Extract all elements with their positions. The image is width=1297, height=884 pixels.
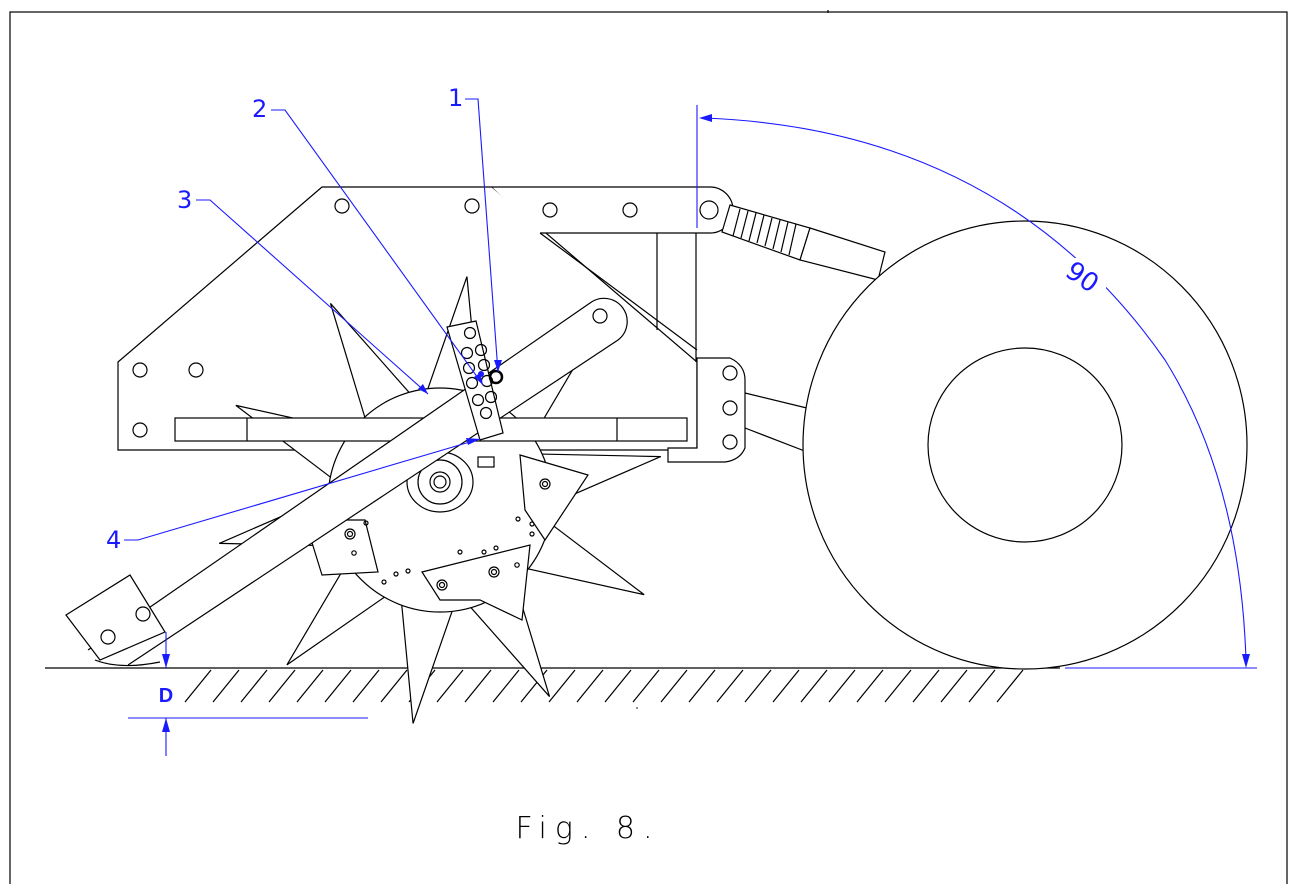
press-wheel — [802, 220, 1248, 670]
frame-holes — [132, 198, 719, 438]
callout-4: 4 — [106, 526, 121, 554]
ground-hatch-line — [828, 669, 856, 703]
ground-hatch-line — [660, 669, 688, 703]
ground-hatch-line — [436, 669, 464, 703]
ground-hatch-line — [324, 669, 352, 703]
ground-hatch-line — [632, 669, 660, 703]
star-rotor — [218, 276, 662, 724]
ground-hatch-line — [940, 669, 968, 703]
callout-1: 1 — [448, 84, 463, 112]
rotor-tooth — [400, 596, 456, 724]
ground-hatch-line — [912, 669, 940, 703]
ground-hatch-line — [716, 669, 744, 703]
ground-hatch-line — [968, 669, 996, 703]
ground-hatch-line — [856, 669, 884, 703]
ground-hatch-line — [604, 669, 632, 703]
ground-hatch-line — [464, 669, 492, 703]
ground-hatch-line — [268, 669, 296, 703]
annotations: 1 2 3 4 90 D — [106, 84, 1257, 756]
ground-hatch-line — [996, 669, 1024, 703]
ground-hatch-line — [744, 669, 772, 703]
ground-hatch-line — [548, 669, 576, 703]
ground-hatch-line — [772, 669, 800, 703]
depth-label: D — [159, 685, 173, 707]
ground-hatch-line — [576, 669, 604, 703]
ground-hatch-line — [212, 669, 240, 703]
callout-3: 3 — [177, 186, 192, 214]
figure-caption: Fig. 8. — [515, 811, 660, 846]
drawing-border — [9, 11, 1288, 884]
ground-hatch-line — [688, 669, 716, 703]
ground-hatch-line — [884, 669, 912, 703]
wheel-bracket — [667, 357, 816, 463]
adjuster-plate — [446, 320, 504, 441]
ground-hatch-line — [296, 669, 324, 703]
ground-hatch-line — [352, 669, 380, 703]
ground-hatch-line — [380, 669, 408, 703]
ground-hatch-line — [184, 669, 212, 703]
ground-hatch-line — [492, 669, 520, 703]
turnbuckle — [721, 204, 886, 281]
ground — [45, 667, 1060, 703]
ground-hatch-line — [800, 669, 828, 703]
ground-hatch-line — [240, 669, 268, 703]
callout-2: 2 — [252, 95, 267, 123]
